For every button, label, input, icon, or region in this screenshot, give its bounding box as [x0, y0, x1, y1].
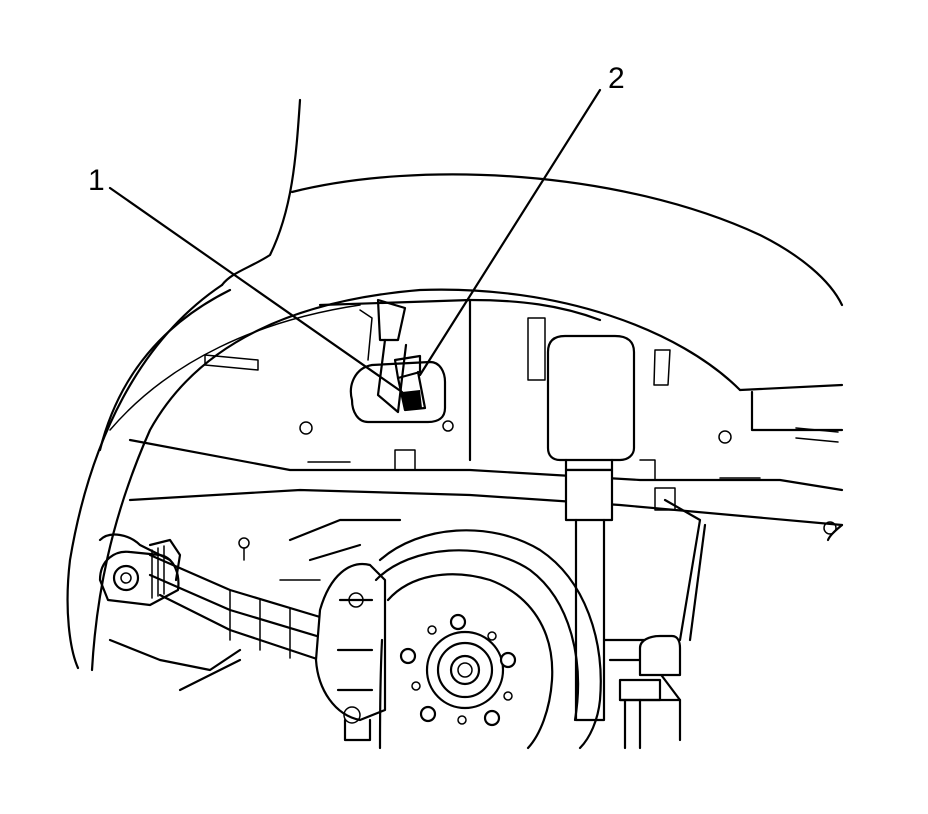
leaf-spring [98, 498, 707, 742]
callout-leaders [108, 88, 602, 394]
air-spring [546, 334, 636, 472]
wheel-hub [425, 630, 505, 710]
callout-1-label: 1 [88, 164, 105, 197]
shock-absorber [564, 468, 652, 722]
shock-upper-mount [349, 298, 447, 424]
callout-2-label: 2 [608, 62, 625, 95]
lower-shock-mount [618, 634, 682, 750]
callout-1-leader [108, 186, 404, 394]
frame-rail [128, 298, 844, 542]
brake-rotor [374, 529, 602, 750]
wheel-well [66, 98, 844, 672]
spring-eye-bushing [98, 538, 182, 607]
axle-linkage [238, 518, 402, 581]
brake-caliper [314, 563, 387, 742]
callout-2-leader [418, 88, 602, 377]
lug-studs [399, 613, 517, 727]
